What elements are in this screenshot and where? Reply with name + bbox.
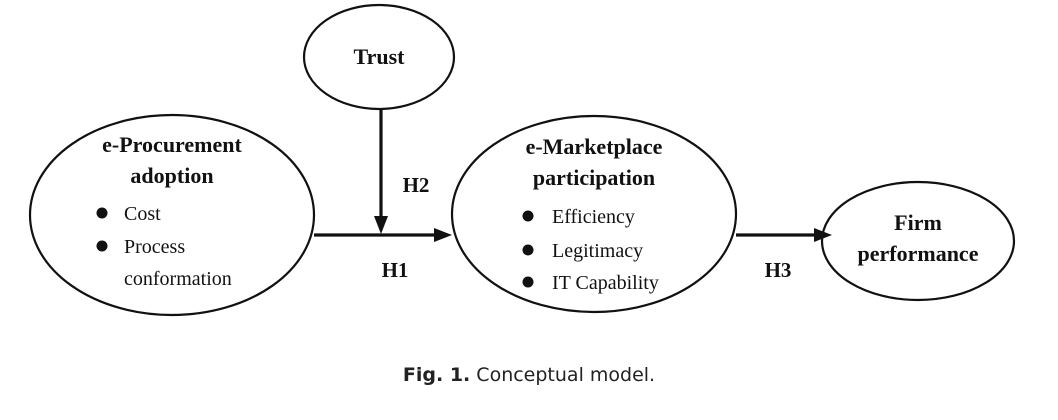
node-firm: Firm performance bbox=[820, 180, 1016, 302]
arrow-head-icon bbox=[374, 216, 388, 234]
node-eprocurement: e-Procurement adoption Cost Process conf… bbox=[28, 113, 316, 317]
node-emarketplace-item: IT Capability bbox=[552, 272, 659, 294]
arrow-head-icon bbox=[434, 228, 452, 242]
bullet-icon bbox=[96, 240, 108, 252]
node-eprocurement-title-line1: e-Procurement bbox=[102, 132, 242, 157]
bullet-icon bbox=[522, 244, 534, 256]
edge-h2-arrow bbox=[374, 109, 388, 234]
node-firm-ellipse bbox=[820, 180, 1016, 302]
node-trust: Trust bbox=[302, 3, 456, 111]
edge-label-h2: H2 bbox=[403, 173, 430, 197]
node-emarketplace-title-line2: participation bbox=[533, 165, 655, 190]
node-trust-title: Trust bbox=[354, 44, 406, 69]
node-emarketplace-item: Efficiency bbox=[552, 206, 635, 228]
node-emarketplace-ellipse bbox=[450, 114, 738, 314]
edge-label-h3: H3 bbox=[765, 258, 792, 282]
edge-label-h1: H1 bbox=[382, 258, 409, 282]
arrow-head-icon bbox=[814, 228, 832, 242]
figure-caption: Fig. 1. Conceptual model. bbox=[0, 364, 1058, 386]
figure-caption-text: Conceptual model. bbox=[470, 364, 656, 386]
node-emarketplace: e-Marketplace participation Efficiency L… bbox=[450, 114, 738, 314]
node-emarketplace-item: Legitimacy bbox=[552, 240, 643, 262]
node-emarketplace-title-line1: e-Marketplace bbox=[526, 134, 663, 159]
node-eprocurement-ellipse bbox=[28, 113, 316, 317]
node-firm-title-line2: performance bbox=[858, 241, 979, 266]
figure-caption-label: Fig. 1. bbox=[402, 364, 471, 386]
node-eprocurement-item: Process bbox=[124, 236, 185, 258]
node-firm-title-line1: Firm bbox=[894, 210, 942, 235]
edge-h3-arrow bbox=[736, 228, 832, 242]
edge-h1-arrow bbox=[314, 228, 452, 242]
conceptual-model-diagram: Trust e-Procurement adoption Cost Proces… bbox=[28, 3, 1016, 317]
node-eprocurement-item: conformation bbox=[124, 268, 232, 290]
bullet-icon bbox=[522, 210, 534, 222]
node-eprocurement-title-line2: adoption bbox=[130, 163, 213, 188]
bullet-icon bbox=[96, 207, 108, 219]
node-eprocurement-item: Cost bbox=[124, 203, 161, 225]
node-trust-ellipse bbox=[302, 3, 456, 111]
bullet-icon bbox=[522, 276, 534, 288]
